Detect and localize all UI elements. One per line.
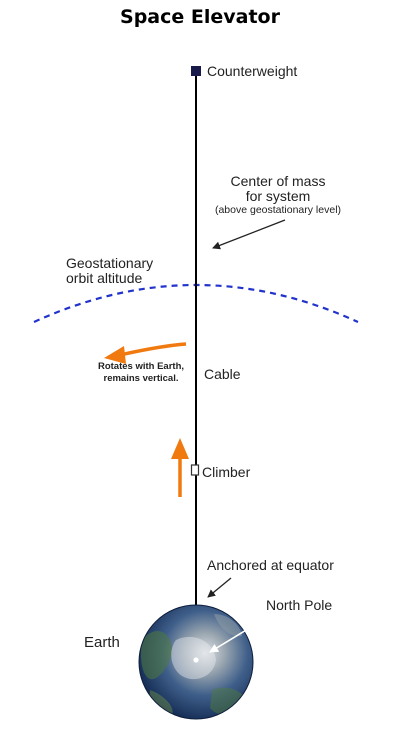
- counterweight-block: [191, 66, 201, 76]
- rotation-arrow: [104, 342, 187, 364]
- climber-label: Climber: [202, 464, 251, 480]
- north-pole-dot: [193, 657, 199, 663]
- rotates-label-line2: remains vertical.: [103, 373, 179, 384]
- geostationary-label-line1: Geostationary: [66, 255, 154, 271]
- climb-arrow: [171, 438, 189, 497]
- north-pole-label: North Pole: [266, 597, 333, 613]
- anchored-label: Anchored at equator: [207, 557, 334, 573]
- center-of-mass-label-line1: Center of mass: [230, 173, 326, 189]
- geostationary-label-line2: orbit altitude: [66, 270, 143, 286]
- center-of-mass-note: (above geostationary level): [214, 204, 342, 216]
- center-of-mass-label-line2: for system: [245, 188, 311, 204]
- rotates-label-line1: Rotates with Earth,: [97, 361, 185, 372]
- north-pole-pointer-arrow: [209, 614, 272, 653]
- earth-label: Earth: [84, 634, 120, 651]
- cable-label: Cable: [204, 366, 241, 382]
- diagram-title: Space Elevator: [120, 6, 280, 28]
- earth-globe: [138, 604, 254, 720]
- center-of-mass-pointer-arrow: [212, 219, 286, 250]
- counterweight-label: Counterweight: [207, 63, 298, 79]
- anchored-pointer-arrow: [207, 577, 232, 598]
- climber-block: [190, 464, 200, 476]
